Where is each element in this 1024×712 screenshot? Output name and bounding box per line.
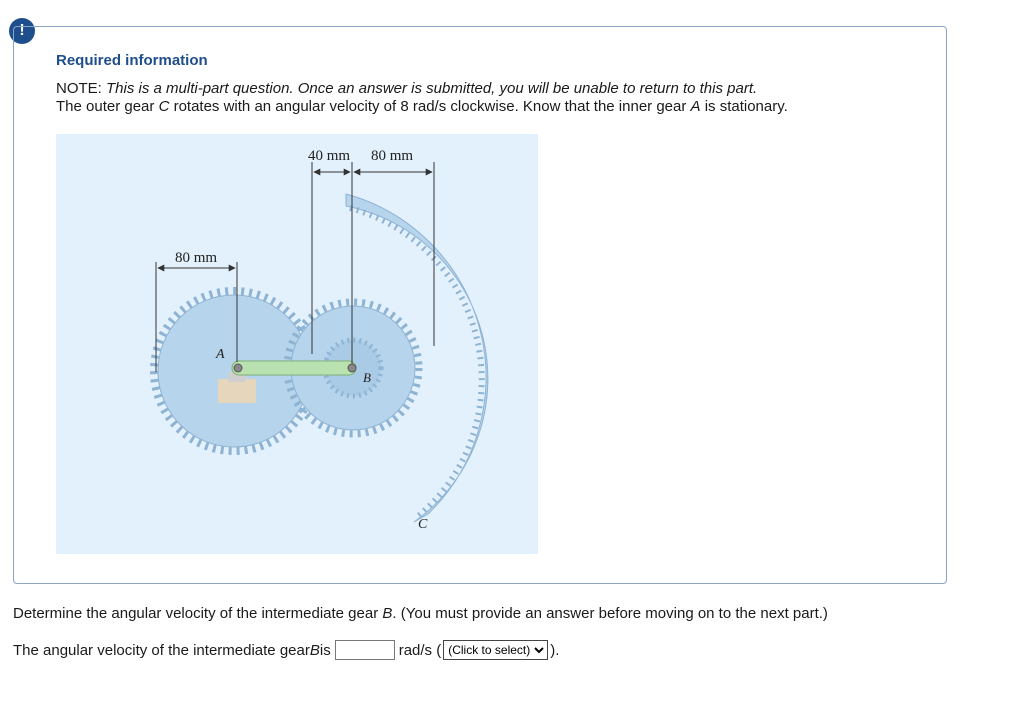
prompt-part2: rotates with an angular velocity of 8 ra… (169, 98, 691, 115)
question-text: Determine the angular velocity of the in… (13, 605, 828, 622)
question-gear: B (382, 605, 393, 622)
gear-c-teeth (349, 205, 485, 521)
answer-row: The angular velocity of the intermediate… (13, 640, 559, 660)
direction-select[interactable]: (Click to select) (443, 640, 549, 660)
fixed-support (218, 379, 256, 403)
answer-gear: B (309, 641, 320, 659)
note-body: This is a multi-part question. Once an a… (106, 80, 758, 97)
angular-velocity-input[interactable] (334, 640, 395, 660)
required-info-heading: Required information (56, 52, 208, 69)
support-bracket (228, 372, 246, 382)
question-part1: Determine the angular velocity of the in… (13, 605, 383, 622)
dim-label-40: 40 mm (308, 148, 350, 164)
gear-c-tag: C (418, 517, 428, 532)
prompt-part3: is stationary. (700, 98, 788, 115)
gear-a-label: A (690, 98, 701, 115)
gear-c-label: C (158, 98, 170, 115)
answer-unit: rad/s ( (398, 641, 442, 659)
note-text: NOTE: This is a multi-part question. Onc… (56, 80, 757, 97)
gear-figure: 40 mm 80 mm 80 mm A B C (56, 134, 538, 554)
prompt-part1: The outer gear (56, 98, 159, 115)
pin-b-icon (347, 363, 357, 373)
gear-b-tag: B (363, 370, 371, 385)
answer-prefix: The angular velocity of the intermediate… (13, 641, 310, 659)
gear-b-teeth (283, 298, 423, 438)
dim-label-80-left: 80 mm (175, 250, 217, 266)
gear-diagram: 40 mm 80 mm 80 mm A B C (150, 148, 489, 532)
pin-a-icon (233, 363, 243, 373)
answer-middle: is (319, 641, 331, 659)
question-part2: . (You must provide an answer before mov… (392, 605, 828, 622)
gear-a-tag: A (215, 347, 225, 362)
note-prefix: NOTE: (56, 80, 107, 97)
problem-statement: The outer gear C rotates with an angular… (56, 98, 788, 115)
gear-c-shape (345, 193, 489, 523)
required-info-panel (13, 26, 947, 584)
connecting-arm (231, 360, 357, 376)
dim-label-80-top: 80 mm (371, 148, 413, 164)
answer-suffix: ). (550, 641, 560, 659)
